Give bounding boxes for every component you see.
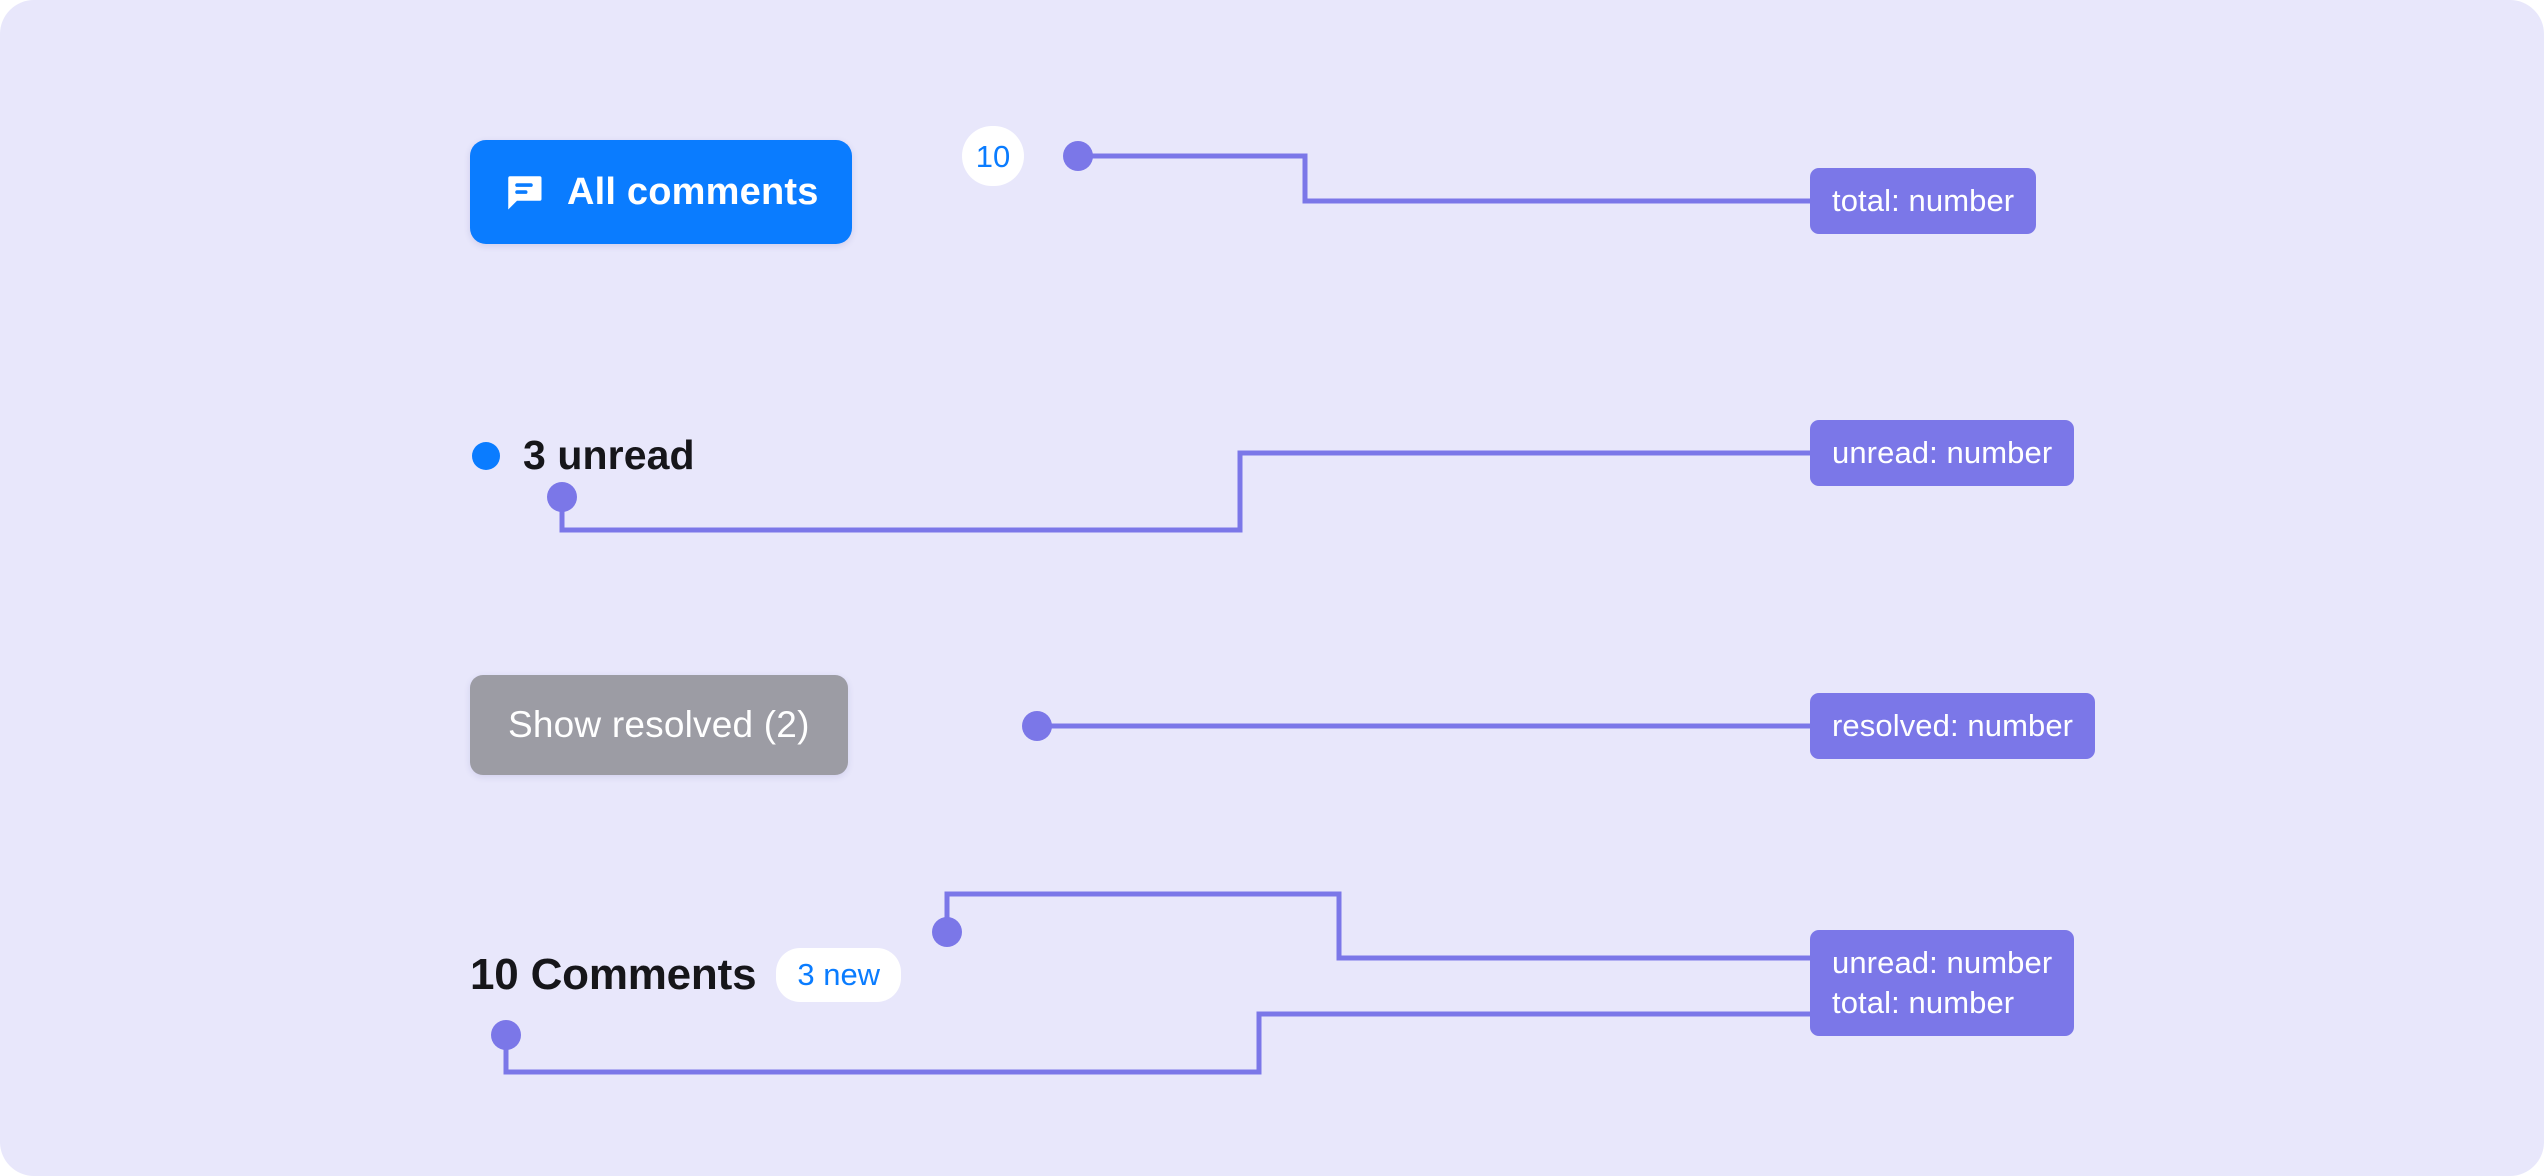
unread-connector-path: [559, 450, 1812, 533]
total-annotation: total: number: [1810, 168, 2037, 234]
unread-status-dot: [472, 441, 500, 470]
unread-label: 3 unread: [523, 432, 695, 478]
total-connector-path: [1078, 153, 1812, 204]
resolved-connector-dot: [1022, 711, 1052, 741]
chat-bubble-icon: [503, 171, 545, 213]
new-badge-connector-path: [944, 891, 1812, 961]
unread-connector-dot: [547, 482, 577, 512]
show-resolved-label: Show resolved (2): [508, 704, 810, 745]
all-comments-button[interactable]: All comments: [470, 140, 852, 244]
all-comments-label: All comments: [567, 170, 819, 213]
new-badge-connector-dot: [932, 917, 962, 947]
unread-row: 3 unread: [472, 432, 695, 479]
combined-annotation-line-total: total: number: [1832, 985, 2015, 1020]
total-annotation-line: total: number: [1832, 183, 2015, 218]
new-comments-badge: 3 new: [776, 948, 902, 1002]
combined-annotation-line-unread: unread: number: [1832, 945, 2053, 980]
total-connector-dot: [1063, 141, 1093, 171]
all-comments-count-badge: 10: [962, 126, 1024, 186]
unread-annotation-line: unread: number: [1832, 435, 2053, 470]
resolved-annotation: resolved: number: [1810, 693, 2096, 759]
heading-connector-dot: [491, 1020, 521, 1050]
comments-heading: 10 Comments 3 new: [470, 948, 902, 1002]
show-resolved-button[interactable]: Show resolved (2): [470, 675, 848, 775]
heading-connector-path: [503, 1011, 1812, 1075]
combined-annotation: unread: number total: number: [1810, 930, 2075, 1036]
page-title: 10 Comments: [470, 949, 757, 999]
resolved-annotation-line: resolved: number: [1832, 708, 2074, 743]
unread-annotation: unread: number: [1810, 420, 2075, 486]
